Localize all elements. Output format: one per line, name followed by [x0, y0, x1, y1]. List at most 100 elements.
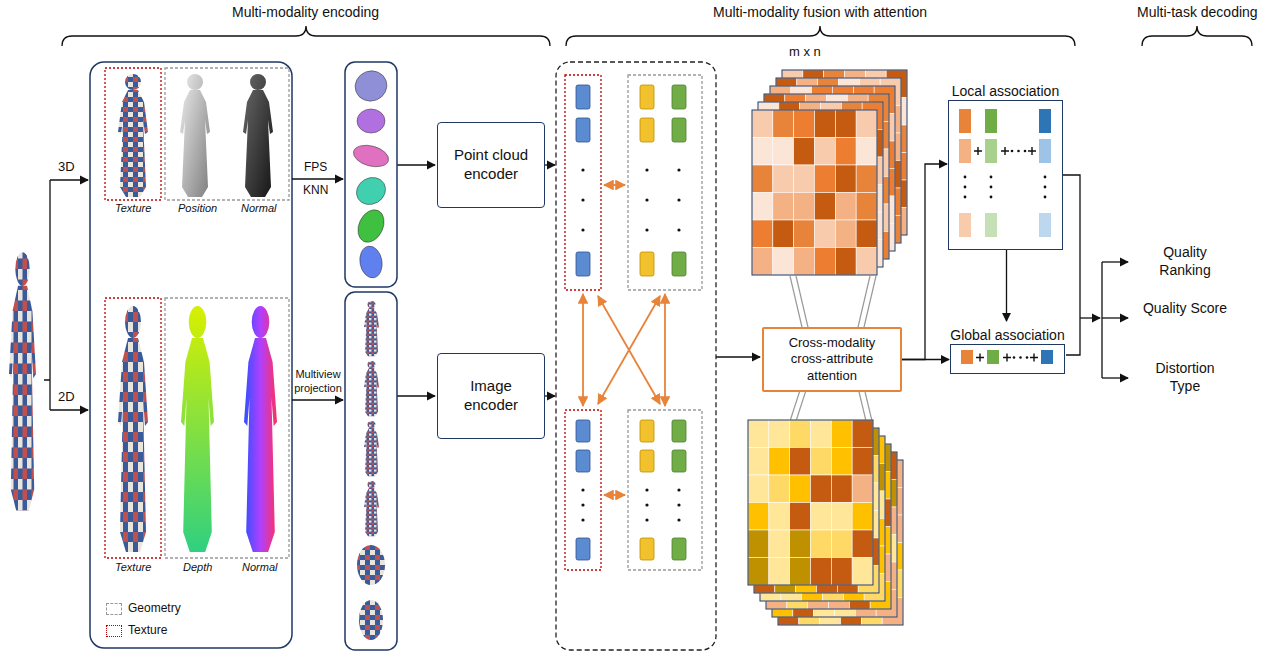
- matrix-cell: [852, 558, 873, 586]
- matrix-cell: [811, 448, 832, 476]
- brace: [62, 26, 1252, 46]
- attribute-label: Depth: [183, 561, 212, 575]
- ellipsis-dot: [1024, 150, 1027, 153]
- plus-sign: [1001, 147, 1009, 155]
- matrix-cell: [773, 138, 794, 166]
- matrix: [770, 86, 895, 251]
- feature-bar: [1039, 139, 1051, 163]
- matrix-cell: [815, 165, 836, 193]
- matrix-cell: [752, 165, 773, 193]
- matrix-border: [758, 102, 883, 267]
- matrix-cell: [831, 558, 852, 586]
- matrix-cell: [794, 165, 815, 193]
- matrix: [772, 452, 897, 617]
- matrix-cell: [856, 220, 877, 248]
- ellipsis-dot: [990, 176, 993, 179]
- matrix-cell: [835, 220, 856, 248]
- matrix-cell: [773, 165, 794, 193]
- feature-bar: [985, 213, 997, 237]
- feature-bars: [949, 101, 1061, 248]
- matrix-cell: [852, 448, 873, 476]
- matrix-cell: [811, 475, 832, 503]
- matrix-border: [752, 110, 877, 275]
- matrix-cell: [811, 503, 832, 531]
- matrix-cell: [831, 530, 852, 558]
- matrix-cell: [790, 558, 811, 586]
- matrix: [760, 436, 885, 601]
- matrix-cell: [794, 138, 815, 166]
- matrix-border: [778, 460, 903, 625]
- matrix-size: m x n: [789, 44, 821, 60]
- association-box: Local association: [948, 78, 1063, 250]
- matrix-cell: [790, 530, 811, 558]
- ellipsis-dot: [964, 196, 967, 199]
- matrix-cell: [835, 138, 856, 166]
- legend-text: Geometry: [128, 601, 181, 616]
- matrix-cell: [856, 110, 877, 138]
- matrix-cell: [794, 110, 815, 138]
- ellipsis-dot: [1044, 176, 1047, 179]
- ellipsis-dot: [964, 176, 967, 179]
- section-header: Multi-task decoding: [1137, 4, 1258, 22]
- matrix-cell: [856, 193, 877, 221]
- feature-bar: [1039, 109, 1051, 133]
- plus-sign: [1030, 354, 1038, 362]
- view-column: [345, 292, 397, 650]
- source-figure: [9, 252, 36, 510]
- matrix-cell: [752, 220, 773, 248]
- matrix-cell: [752, 138, 773, 166]
- association-title: Local association: [948, 82, 1063, 100]
- matrix-border: [770, 86, 895, 251]
- feature-bars: [951, 345, 1063, 372]
- matrix-cell: [831, 420, 852, 448]
- matrix-cell: [852, 503, 873, 531]
- matrix: [748, 420, 873, 585]
- matrix-cell: [835, 110, 856, 138]
- legend-swatch: [106, 625, 122, 637]
- matrix-cell: [748, 475, 769, 503]
- attribute-label: Normal: [242, 561, 277, 575]
- feature-bar: [959, 109, 971, 133]
- matrix: [776, 78, 901, 243]
- geometry-frame: [165, 298, 289, 558]
- connector: [902, 359, 949, 360]
- matrix-cell: [815, 193, 836, 221]
- attention-maps: [748, 70, 907, 625]
- plus-sign: [1003, 354, 1011, 362]
- ellipsis-dot: [1019, 356, 1022, 359]
- ellipsis-dot: [1044, 186, 1047, 189]
- depth-figure: [181, 306, 214, 552]
- node-text: Point cloud encoder: [444, 146, 538, 184]
- matrix: [758, 102, 883, 267]
- matrix-cell: [773, 110, 794, 138]
- feature-bar: [987, 350, 999, 364]
- matrix-cell: [815, 138, 836, 166]
- fusion-frame: [556, 62, 716, 650]
- matrix-cell: [831, 503, 852, 531]
- normal-figure: [243, 74, 273, 197]
- matrix-cell: [811, 530, 832, 558]
- texture-figure: [118, 74, 148, 197]
- encoder-box: Image encoder: [437, 353, 545, 439]
- plus-sign: [1028, 147, 1036, 155]
- encoder-box: Point cloud encoder: [437, 122, 545, 208]
- feature-tokens: [576, 85, 686, 560]
- attribute-label: Normal: [241, 202, 276, 216]
- matrix-border: [760, 436, 885, 601]
- matrix-cell: [790, 420, 811, 448]
- matrix: [782, 70, 907, 235]
- attribute-label: Texture: [115, 202, 151, 216]
- feature-bar: [985, 139, 997, 163]
- matrix-cell: [769, 420, 790, 448]
- cross-link: [583, 185, 665, 495]
- matrix-cell: [773, 248, 794, 276]
- matrix-cell: [773, 193, 794, 221]
- matrix-border: [766, 444, 891, 609]
- section-header: Multi-modality fusion with attention: [713, 4, 927, 22]
- matrix-cell: [856, 248, 877, 276]
- association-box: Global association: [950, 322, 1065, 374]
- matrix-cell: [790, 475, 811, 503]
- section-header: Multi-modality encoding: [232, 4, 379, 22]
